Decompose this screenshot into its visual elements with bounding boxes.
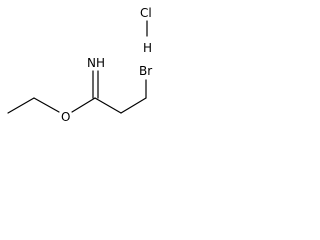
oxygen-imidate-carbon-bond xyxy=(71,97,96,113)
ethyl-terminal-bond xyxy=(7,97,35,114)
imine-label: NH xyxy=(87,56,105,70)
ethyl-oxygen-bond xyxy=(33,97,60,113)
carbon-chain-bond-1 xyxy=(94,97,122,114)
carbon-chain-bond-2 xyxy=(120,97,147,114)
oxygen-label: O xyxy=(61,110,70,124)
molecule-structure: Cl H O NH Br xyxy=(7,6,152,124)
hydrogen-label: H xyxy=(143,41,152,55)
chlorine-label: Cl xyxy=(140,6,152,20)
bromine-label: Br xyxy=(139,64,152,78)
